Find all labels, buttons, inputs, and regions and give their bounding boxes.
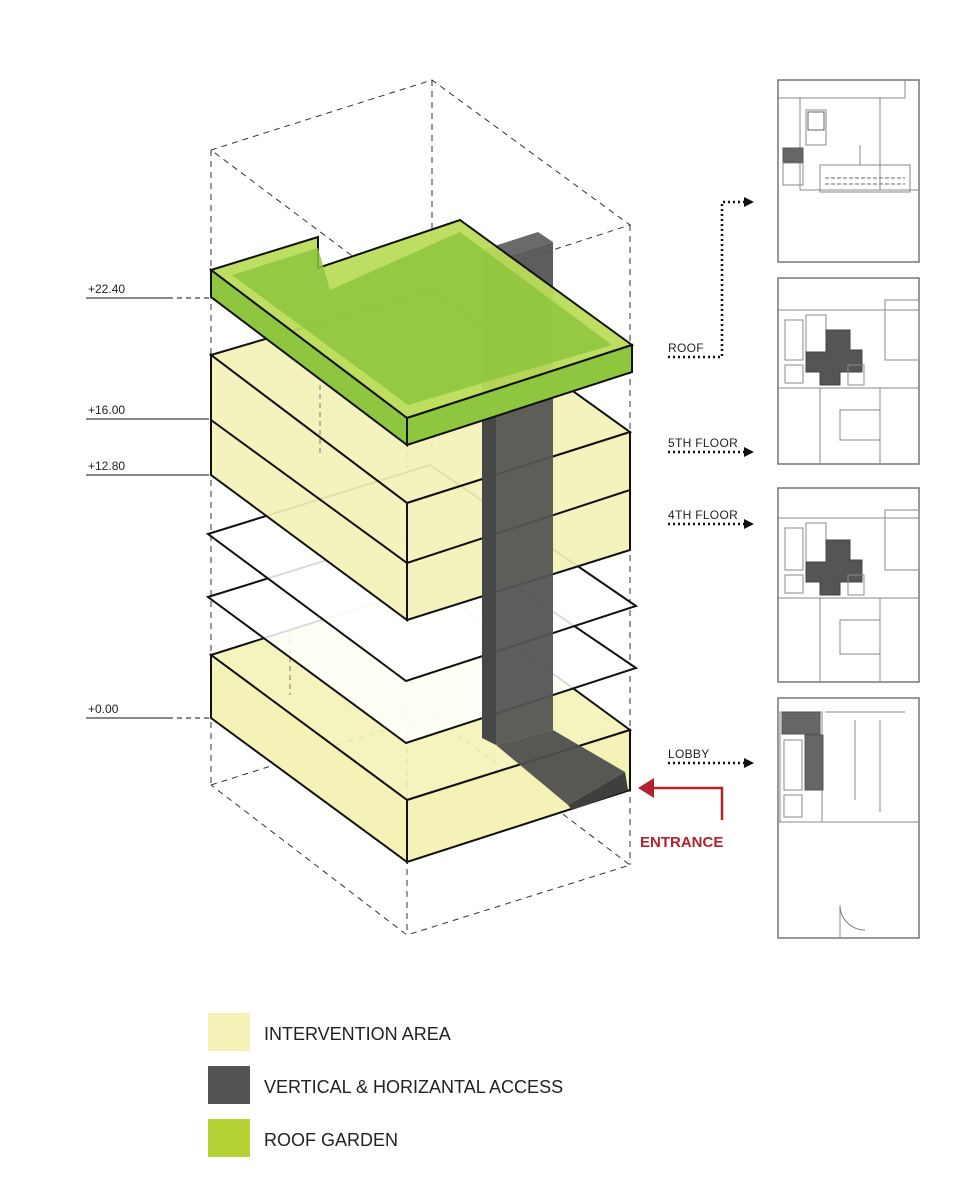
plan-fifth-floor xyxy=(777,277,920,465)
level-mark-fifth: +16.00 xyxy=(86,403,209,420)
legend-item-roof-garden: ROOF GARDEN xyxy=(208,1119,398,1157)
svg-text:+16.00: +16.00 xyxy=(88,403,125,417)
level-mark-ground: +0.00 xyxy=(86,702,209,719)
roof-garden-slab xyxy=(208,218,635,448)
floor-callouts: ROOF 5TH FLOOR 4TH FLOOR LOBBY xyxy=(668,197,754,768)
callout-lobby: LOBBY xyxy=(668,747,754,768)
plan-roof xyxy=(777,79,920,263)
svg-text:+22.40: +22.40 xyxy=(88,282,125,296)
legend-item-intervention: INTERVENTION AREA xyxy=(208,1013,451,1051)
legend-swatch-roof-garden xyxy=(208,1119,250,1157)
svg-text:+0.00: +0.00 xyxy=(88,702,119,716)
svg-text:4TH FLOOR: 4TH FLOOR xyxy=(668,508,738,522)
entrance-arrow-icon xyxy=(638,778,654,798)
level-mark-fourth: +12.80 xyxy=(86,459,209,476)
legend: INTERVENTION AREA VERTICAL & HORIZANTAL … xyxy=(208,1013,563,1157)
svg-text:LOBBY: LOBBY xyxy=(668,747,710,761)
svg-text:ROOF: ROOF xyxy=(668,341,704,355)
legend-swatch-access xyxy=(208,1066,250,1104)
svg-text:VERTICAL & HORIZANTAL ACCESS: VERTICAL & HORIZANTAL ACCESS xyxy=(264,1077,563,1097)
level-mark-roof: +22.40 xyxy=(86,282,209,299)
svg-text:ENTRANCE: ENTRANCE xyxy=(640,834,723,851)
plan-lobby xyxy=(777,697,920,939)
legend-item-access: VERTICAL & HORIZANTAL ACCESS xyxy=(208,1066,563,1104)
callout-roof: ROOF xyxy=(668,197,754,359)
svg-text:+12.80: +12.80 xyxy=(88,459,125,473)
svg-text:5TH FLOOR: 5TH FLOOR xyxy=(668,436,738,450)
callout-fourth: 4TH FLOOR xyxy=(668,508,754,529)
level-marks: +22.40 +16.00 +12.80 +0.00 xyxy=(86,282,209,719)
svg-text:ROOF GARDEN: ROOF GARDEN xyxy=(264,1130,398,1150)
legend-swatch-intervention xyxy=(208,1013,250,1051)
svg-text:INTERVENTION AREA: INTERVENTION AREA xyxy=(264,1024,451,1044)
callout-fifth: 5TH FLOOR xyxy=(668,436,754,457)
entrance-marker: ENTRANCE xyxy=(638,778,723,851)
plan-fourth-floor xyxy=(777,487,920,683)
